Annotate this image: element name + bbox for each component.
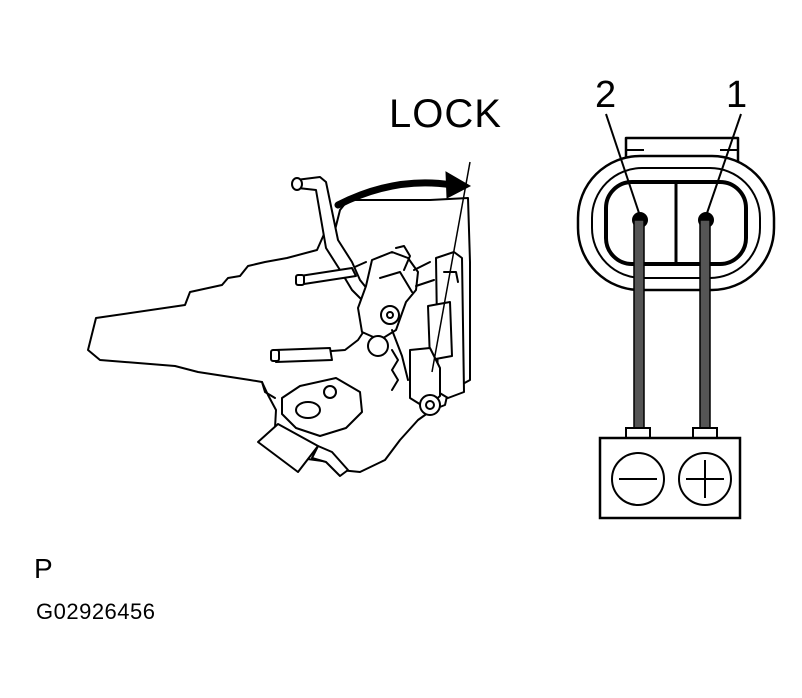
plus-icon (686, 460, 724, 498)
lock-reference-line (431, 161, 471, 373)
battery (598, 427, 742, 520)
figure-code-label: G02926456 (36, 599, 156, 624)
arrow-head (445, 171, 472, 199)
actuator-arm (281, 377, 363, 437)
latch-bracket (413, 261, 459, 287)
mechanism-link (379, 245, 413, 381)
mechanism-pivot-center (386, 311, 394, 319)
actuator-hole (295, 401, 321, 419)
spring-detail (391, 349, 399, 391)
pin-2-callout-line (605, 113, 641, 217)
door-lock-assembly (87, 176, 471, 477)
mechanism-plate (357, 251, 419, 341)
lock-direction-arrow (334, 171, 472, 209)
lock-label: LOCK (389, 92, 502, 136)
arrow-shaft (334, 179, 456, 209)
motor-connector (311, 445, 349, 477)
connector (576, 136, 776, 292)
negative-test-lead (633, 219, 645, 431)
lower-rod-tip (270, 349, 280, 362)
mechanism-spring-pin (367, 335, 389, 357)
lower-rod (274, 347, 333, 363)
positive-test-lead (699, 219, 711, 431)
latch-fork (409, 347, 441, 409)
upper-rod-tip (295, 274, 305, 286)
pin-2-label: 2 (595, 74, 617, 116)
pin-1-label: 1 (726, 74, 748, 116)
lever-knob (291, 177, 303, 191)
latch-roller-center (425, 400, 435, 410)
pin-1-callout-line (705, 113, 742, 217)
actuator-bolt (323, 385, 337, 399)
view-marker-label: P (34, 553, 53, 584)
